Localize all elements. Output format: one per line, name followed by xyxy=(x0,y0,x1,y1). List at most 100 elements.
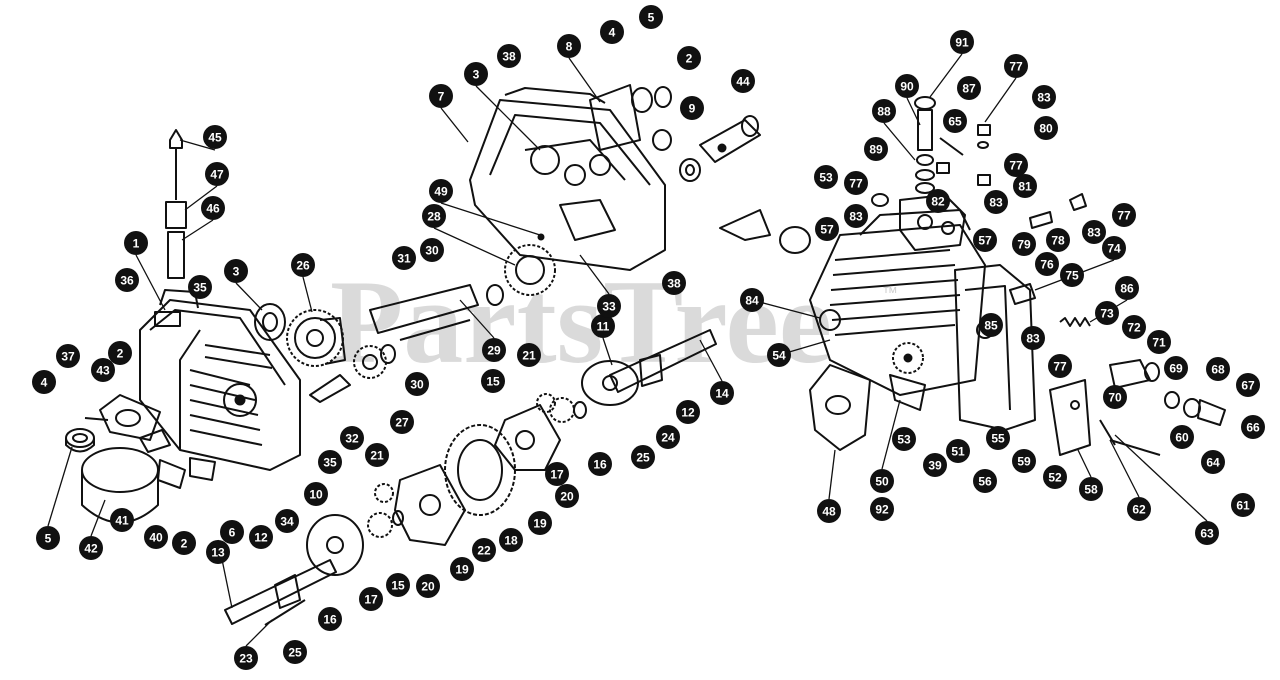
callout-bubble xyxy=(973,469,997,493)
callout-bubble xyxy=(814,165,838,189)
callout-bubble xyxy=(591,314,615,338)
callout-number: 77 xyxy=(1117,209,1131,223)
callout-73: 73 xyxy=(1095,301,1119,325)
callout-number: 28 xyxy=(427,210,441,224)
callout-bubble xyxy=(844,204,868,228)
callout-bubble xyxy=(1032,85,1056,109)
callout-bubble xyxy=(359,587,383,611)
callout-10: 10 xyxy=(304,482,328,506)
callout-number: 3 xyxy=(473,68,480,82)
callout-bubble xyxy=(1206,357,1230,381)
callout-76: 76 xyxy=(1035,252,1059,276)
callout-bubble xyxy=(1035,252,1059,276)
callout-number: 34 xyxy=(280,515,294,529)
callout-77: 77 xyxy=(1004,153,1028,177)
callout-bubble xyxy=(482,338,506,362)
callout-16: 16 xyxy=(588,452,612,476)
callout-38: 38 xyxy=(662,271,686,295)
gear-21-lower xyxy=(367,483,404,538)
seal-43 xyxy=(99,394,161,441)
callout-48: 48 xyxy=(817,499,841,523)
callout-bubble xyxy=(291,253,315,277)
callout-19: 19 xyxy=(528,511,552,535)
callout-91: 91 xyxy=(950,30,974,54)
callout-bubble xyxy=(365,443,389,467)
callout-bubble xyxy=(234,646,258,670)
callout-23: 23 xyxy=(234,646,258,670)
callout-bubble xyxy=(275,509,299,533)
callout-33: 33 xyxy=(597,294,621,318)
callout-86: 86 xyxy=(1115,276,1139,300)
callout-bubble xyxy=(188,275,212,299)
callout-bubble xyxy=(472,538,496,562)
callout-68: 68 xyxy=(1206,357,1230,381)
callout-15: 15 xyxy=(386,573,410,597)
callout-bubble xyxy=(1241,415,1265,439)
callout-88: 88 xyxy=(872,99,896,123)
callout-bubble xyxy=(79,536,103,560)
callout-number: 45 xyxy=(208,131,222,145)
callout-20: 20 xyxy=(555,484,579,508)
callout-bubble xyxy=(1012,449,1036,473)
callout-number: 32 xyxy=(345,432,359,446)
callout-72: 72 xyxy=(1122,315,1146,339)
callout-number: 2 xyxy=(686,52,693,66)
callout-bubble xyxy=(656,425,680,449)
callout-bubble xyxy=(870,469,894,493)
callout-85: 85 xyxy=(979,313,1003,337)
callout-number: 20 xyxy=(560,490,574,504)
callout-bubble xyxy=(1127,497,1151,521)
callout-52: 52 xyxy=(1043,465,1067,489)
callout-number: 57 xyxy=(978,234,992,248)
callout-number: 62 xyxy=(1132,503,1146,517)
callout-number: 65 xyxy=(948,115,962,129)
callout-bubble xyxy=(557,34,581,58)
callout-49: 49 xyxy=(429,179,453,203)
gear-50 xyxy=(889,342,926,411)
callout-number: 39 xyxy=(928,459,942,473)
callout-number: 84 xyxy=(745,294,759,308)
callout-58: 58 xyxy=(1079,477,1103,501)
callout-bubble xyxy=(943,109,967,133)
leader-lines xyxy=(47,53,1208,647)
callout-13: 13 xyxy=(206,540,230,564)
callout-bubble xyxy=(36,526,60,550)
callout-number: 92 xyxy=(875,503,889,517)
callout-4: 4 xyxy=(600,20,624,44)
callout-number: 55 xyxy=(991,432,1005,446)
callout-3: 3 xyxy=(224,259,248,283)
callout-bubble xyxy=(464,62,488,86)
callout-number: 16 xyxy=(593,458,607,472)
gear-26 xyxy=(286,309,346,367)
callout-number: 64 xyxy=(1206,456,1220,470)
gear-21-upper xyxy=(536,393,587,423)
callout-number: 7 xyxy=(438,90,445,104)
callout-bubble xyxy=(1034,116,1058,140)
callout-55: 55 xyxy=(986,426,1010,450)
callout-bubble xyxy=(864,137,888,161)
callout-2: 2 xyxy=(108,341,132,365)
callout-number: 9 xyxy=(689,102,696,116)
callout-83: 83 xyxy=(1082,220,1106,244)
callout-number: 72 xyxy=(1127,321,1141,335)
callout-bubble xyxy=(1115,276,1139,300)
callout-36: 36 xyxy=(115,268,139,292)
callout-83: 83 xyxy=(1021,326,1045,350)
callout-number: 4 xyxy=(609,26,616,40)
callout-bubble xyxy=(429,179,453,203)
callout-number: 49 xyxy=(434,185,448,199)
callout-bubble xyxy=(205,162,229,186)
callout-number: 53 xyxy=(897,433,911,447)
callout-bubble xyxy=(1013,174,1037,198)
callout-bubble xyxy=(497,44,521,68)
callout-number: 57 xyxy=(820,223,834,237)
callout-number: 25 xyxy=(288,646,302,660)
callout-61: 61 xyxy=(1231,493,1255,517)
callout-number: 26 xyxy=(296,259,310,273)
callout-number: 35 xyxy=(323,456,337,470)
callout-31: 31 xyxy=(392,246,416,270)
callout-number: 10 xyxy=(309,488,323,502)
callout-number: 88 xyxy=(877,105,891,119)
callout-number: 25 xyxy=(636,451,650,465)
